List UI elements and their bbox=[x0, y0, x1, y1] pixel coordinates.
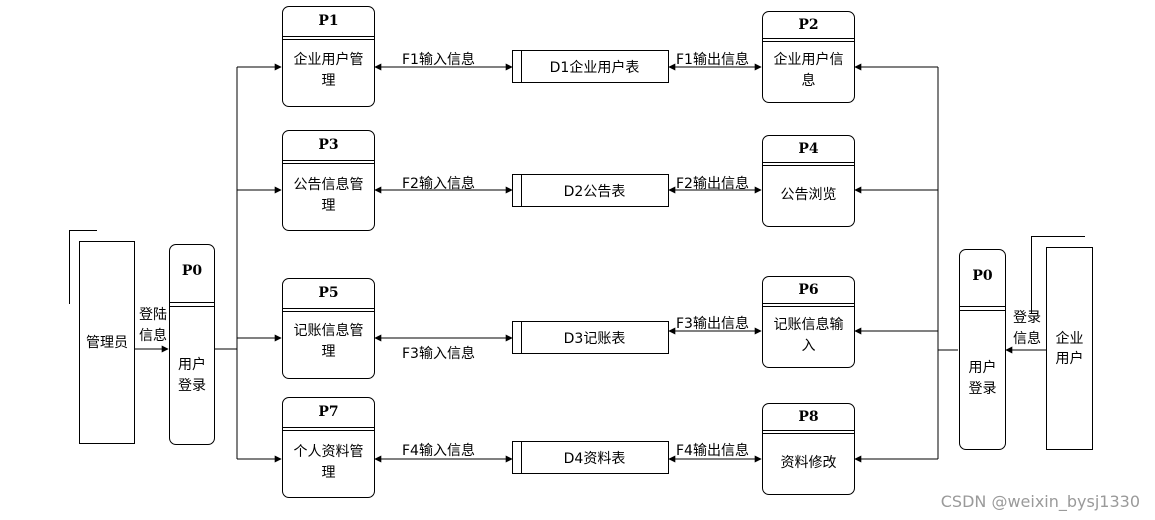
process-divider bbox=[763, 433, 854, 434]
process-p7-id: P7 bbox=[318, 404, 339, 420]
process-divider bbox=[763, 430, 854, 431]
process-divider bbox=[283, 427, 374, 428]
data-store-bar bbox=[521, 175, 522, 206]
process-p0-admin-name: 用户 登录 bbox=[178, 357, 206, 394]
process-p8: P8 资料修改 bbox=[762, 403, 855, 495]
flow-label-f3-in: F3输入信息 bbox=[402, 346, 475, 362]
process-divider bbox=[763, 303, 854, 304]
flow-label-f3-out: F3输出信息 bbox=[676, 316, 749, 332]
process-divider bbox=[763, 306, 854, 307]
process-divider bbox=[283, 39, 374, 40]
data-store-bar bbox=[521, 322, 522, 353]
process-p4-id: P4 bbox=[798, 141, 819, 157]
watermark: CSDN @weixin_bysj1330 bbox=[940, 492, 1140, 511]
process-p4-name: 公告浏览 bbox=[780, 187, 837, 203]
flow-label-f4-out: F4输出信息 bbox=[676, 443, 749, 459]
process-divider bbox=[283, 36, 374, 37]
process-divider bbox=[763, 41, 854, 42]
process-p4: P4 公告浏览 bbox=[762, 135, 855, 227]
admin-entity-shadow-line bbox=[69, 230, 70, 304]
data-store-bar bbox=[521, 442, 522, 473]
data-store-d1-label: D1企业用户表 bbox=[549, 59, 640, 76]
user-entity-shadow-top bbox=[1031, 236, 1085, 237]
admin-entity-shadow-top bbox=[69, 230, 97, 231]
process-p6: P6 记账信息输 入 bbox=[762, 276, 855, 368]
process-divider bbox=[763, 38, 854, 39]
data-store-d3-label: D3记账表 bbox=[563, 330, 626, 347]
process-divider bbox=[283, 308, 374, 309]
process-divider bbox=[960, 310, 1005, 311]
process-p0-user-name: 用户 登录 bbox=[968, 360, 997, 397]
process-p6-id: P6 bbox=[798, 282, 819, 298]
process-p2-name: 企业用户信 息 bbox=[773, 52, 844, 89]
process-divider bbox=[283, 160, 374, 161]
process-p3-name: 公告信息管 理 bbox=[293, 177, 364, 214]
admin-login-flow-label: 登陆 信息 bbox=[139, 307, 167, 344]
process-p7-name: 个人资料管 理 bbox=[293, 444, 364, 481]
flow-label-f4-in: F4输入信息 bbox=[402, 443, 475, 459]
process-divider bbox=[763, 162, 854, 163]
process-p0-user-id: P0 bbox=[972, 268, 993, 284]
user-login-flow-label: 登录 信息 bbox=[1013, 310, 1041, 347]
data-store-d4: D4资料表 bbox=[512, 441, 669, 474]
process-p0-admin: P0 用户 登录 bbox=[169, 244, 215, 445]
flow-label-f1-in: F1输入信息 bbox=[402, 52, 475, 68]
process-divider bbox=[283, 430, 374, 431]
process-p6-name: 记账信息输 入 bbox=[773, 317, 844, 354]
process-p7: P7 个人资料管 理 bbox=[282, 397, 375, 498]
data-store-d3: D3记账表 bbox=[512, 321, 669, 354]
process-divider bbox=[763, 165, 854, 166]
process-divider bbox=[170, 306, 214, 307]
enterprise-user-entity-label: 企业 用户 bbox=[1055, 330, 1084, 367]
process-p5: P5 记账信息管 理 bbox=[282, 278, 375, 379]
process-p8-id: P8 bbox=[798, 409, 819, 425]
process-p0-admin-id: P0 bbox=[181, 263, 203, 279]
process-p5-name: 记账信息管 理 bbox=[293, 323, 364, 360]
process-p1: P1 企业用户管 理 bbox=[282, 6, 375, 107]
user-entity-shadow-line bbox=[1031, 236, 1032, 314]
admin-entity: 管理员 bbox=[79, 241, 135, 444]
process-p1-name: 企业用户管 理 bbox=[293, 52, 364, 89]
process-divider bbox=[283, 311, 374, 312]
data-store-d4-label: D4资料表 bbox=[563, 450, 626, 467]
process-p0-user: P0 用户 登录 bbox=[959, 249, 1006, 450]
process-divider bbox=[283, 163, 374, 164]
process-p1-id: P1 bbox=[318, 13, 339, 29]
flow-label-f2-out: F2输出信息 bbox=[676, 176, 749, 192]
flow-label-f2-in: F2输入信息 bbox=[402, 176, 475, 192]
process-divider bbox=[960, 306, 1005, 307]
data-store-d1: D1企业用户表 bbox=[512, 50, 669, 83]
process-p3: P3 公告信息管 理 bbox=[282, 130, 375, 231]
data-store-d2: D2公告表 bbox=[512, 174, 669, 207]
process-p2: P2 企业用户信 息 bbox=[762, 11, 855, 103]
process-p2-id: P2 bbox=[798, 17, 819, 33]
admin-entity-label: 管理员 bbox=[86, 334, 128, 351]
process-p8-name: 资料修改 bbox=[780, 455, 837, 471]
process-p3-id: P3 bbox=[318, 137, 339, 153]
flow-label-f1-out: F1输出信息 bbox=[676, 52, 749, 68]
data-store-bar bbox=[521, 51, 522, 82]
enterprise-user-entity: 企业 用户 bbox=[1046, 247, 1093, 450]
process-p5-id: P5 bbox=[318, 285, 339, 301]
data-store-d2-label: D2公告表 bbox=[563, 183, 626, 200]
process-divider bbox=[170, 302, 214, 303]
